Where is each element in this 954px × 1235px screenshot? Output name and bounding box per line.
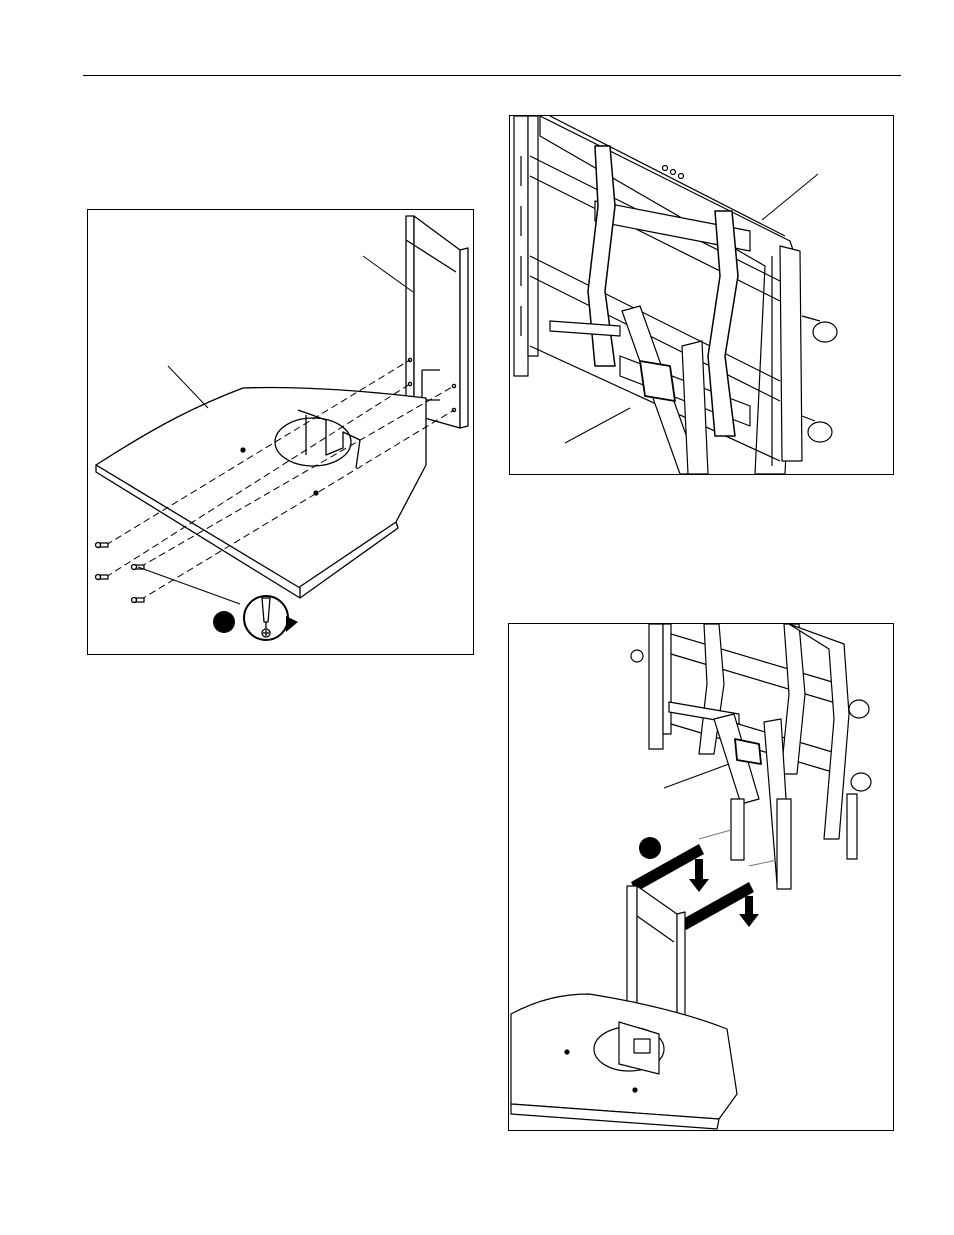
figure-column-to-mount	[509, 115, 894, 475]
step-marker	[213, 611, 235, 633]
figure-shelf-to-column	[508, 623, 894, 1131]
right-clamp	[780, 246, 837, 461]
screws	[96, 543, 145, 603]
shelf-to-column-drawing	[509, 624, 893, 1130]
step-marker	[639, 837, 661, 859]
shelf	[96, 387, 426, 598]
figure-shelf-assembly	[87, 209, 474, 655]
shelf-assembly-drawing	[88, 210, 473, 654]
screwdriver-icon	[244, 596, 288, 640]
leader-line	[664, 764, 729, 788]
mount-column	[714, 714, 791, 889]
shelf	[511, 994, 737, 1129]
clockwise-arrow-icon	[286, 616, 298, 632]
wall-rail	[514, 116, 538, 376]
column-to-mount-drawing	[510, 116, 893, 474]
header-rule	[83, 75, 901, 76]
column	[550, 306, 708, 474]
